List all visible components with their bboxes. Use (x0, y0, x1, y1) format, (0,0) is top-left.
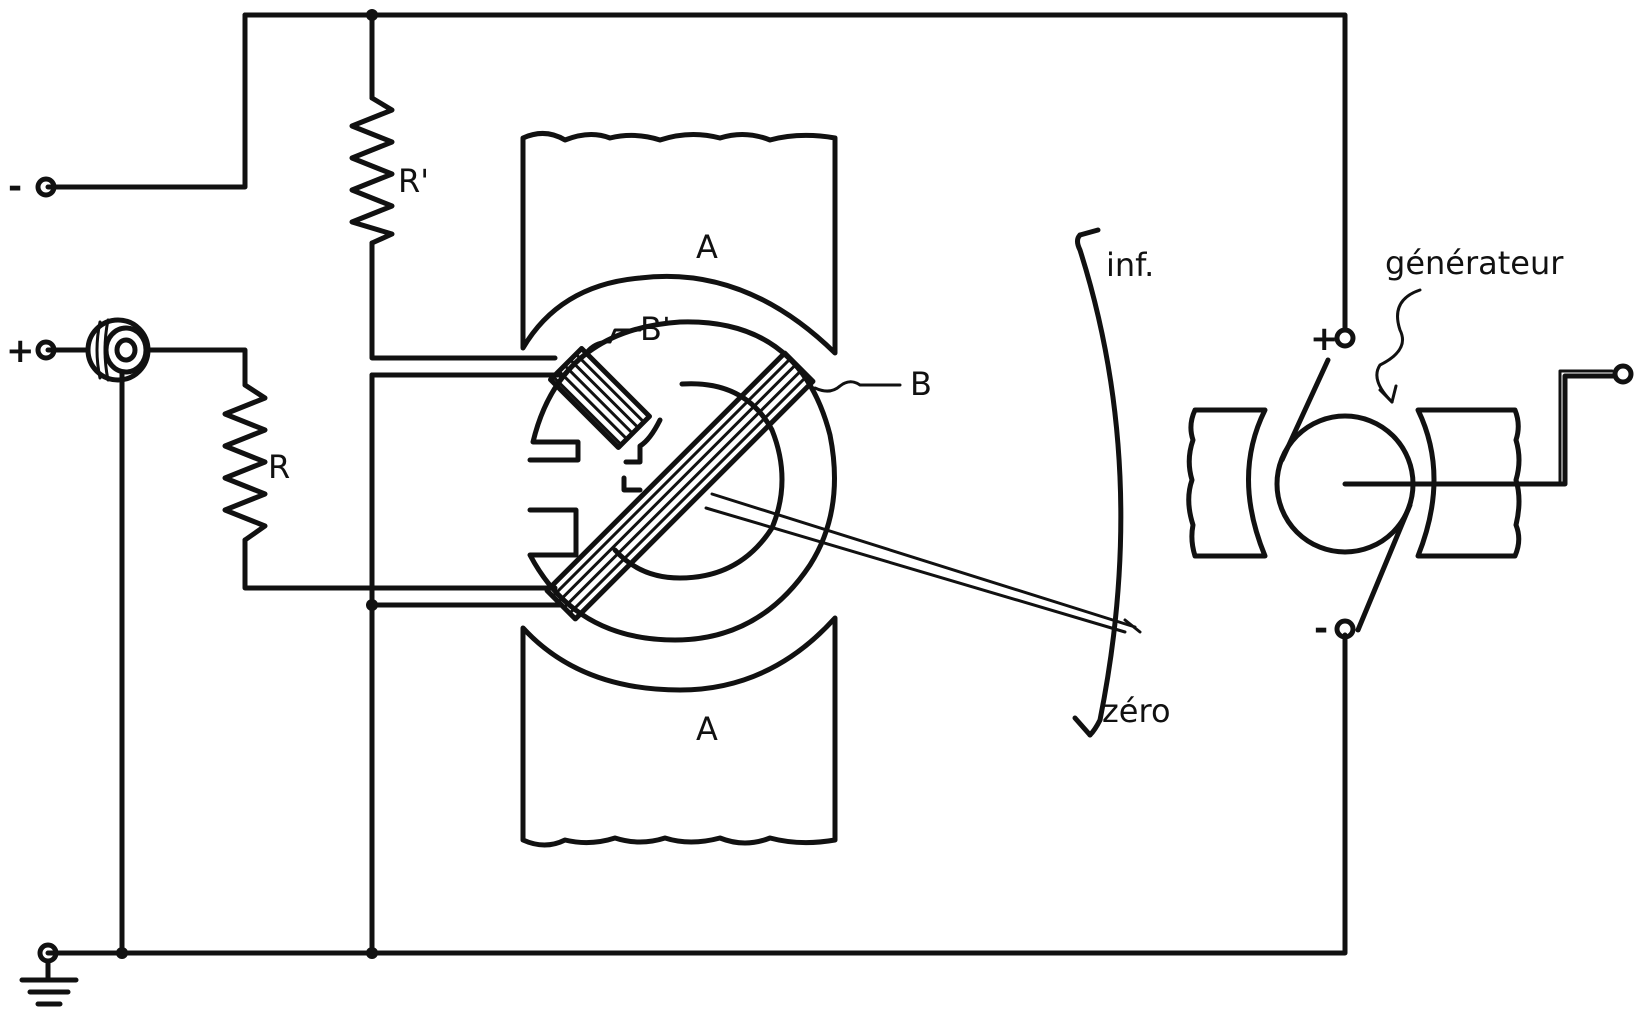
minus-terminal-label: - (8, 167, 22, 207)
scale-zero-label: zéro (1102, 692, 1171, 730)
coil-b-label: B (910, 365, 932, 403)
minus-terminal[interactable] (35, 176, 57, 198)
junction-dot (366, 599, 378, 611)
coil-b-prime: B' (548, 310, 671, 450)
scale-infinity-label: inf. (1106, 246, 1154, 284)
top-wire (242, 12, 1348, 333)
coil-b-prime-label: B' (640, 310, 671, 348)
generator-plus-terminal[interactable] (1334, 327, 1356, 349)
hand-generator: + - générateur (1186, 244, 1634, 649)
plus-terminal-label: + (6, 331, 35, 371)
circuit-wires (45, 9, 1348, 959)
resistor-r-prime: R' (349, 95, 429, 246)
resistor-r: R (222, 382, 290, 543)
bottom-wire (45, 632, 1348, 956)
generator-minus-label: - (1314, 609, 1328, 649)
magnet-bottom: A (520, 615, 838, 848)
generator-minus-terminal[interactable] (1334, 618, 1356, 640)
coil-b: B (544, 350, 932, 622)
magnet-top-label: A (696, 228, 718, 266)
minus-input-wire (45, 12, 248, 190)
generator-plus-label: + (1310, 319, 1339, 359)
junction-dot (366, 9, 378, 21)
resistor-r-label: R (268, 448, 290, 486)
generator-label: générateur (1385, 244, 1564, 282)
magnet-top: A (520, 131, 838, 356)
pointer-needle (704, 492, 1142, 634)
junction-dot (116, 947, 128, 959)
magnet-bottom-label: A (696, 710, 718, 748)
ground-icon (19, 977, 79, 1007)
toroid-coil-icon (85, 317, 151, 383)
input-terminals: - + (6, 167, 79, 1007)
crank-handle[interactable] (1612, 363, 1634, 385)
r-lower-lead (242, 537, 558, 591)
plus-terminal[interactable] (35, 339, 57, 361)
resistor-r-prime-label: R' (398, 162, 429, 200)
dial-scale: inf. zéro (1072, 227, 1171, 738)
junction-dot (366, 947, 378, 959)
r-upper-lead (145, 347, 248, 388)
rprime-lower-lead (369, 240, 558, 361)
